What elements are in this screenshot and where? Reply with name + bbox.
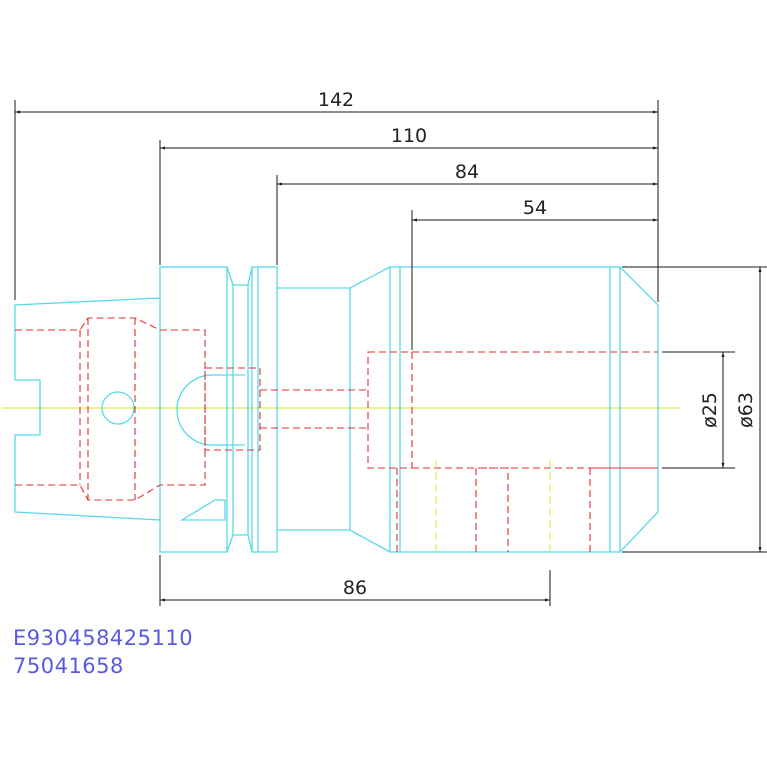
dim-110-label: 110 (391, 125, 427, 147)
holder-outline (14, 266, 659, 553)
taper-shank (14, 297, 161, 521)
neck (277, 266, 391, 289)
hidden-lines (15, 317, 658, 552)
dim-86-label: 86 (343, 577, 367, 599)
dimension-lines (14, 100, 767, 606)
v-groove (226, 266, 253, 286)
main-body (389, 266, 621, 553)
dim-84-label: 84 (455, 161, 479, 183)
nose-chamfer (619, 266, 659, 553)
article-number: 75041658 (13, 654, 124, 678)
dim-54-label: 54 (523, 197, 547, 219)
flange (159, 266, 228, 553)
dim-63-label: ø63 (735, 392, 757, 428)
dim-25-label: ø25 (699, 392, 721, 428)
part-code: E930458425110 (13, 626, 194, 650)
coolant-hole (101, 391, 135, 425)
dim-142-label: 142 (318, 89, 354, 111)
bore (367, 351, 413, 469)
collar (251, 266, 278, 553)
